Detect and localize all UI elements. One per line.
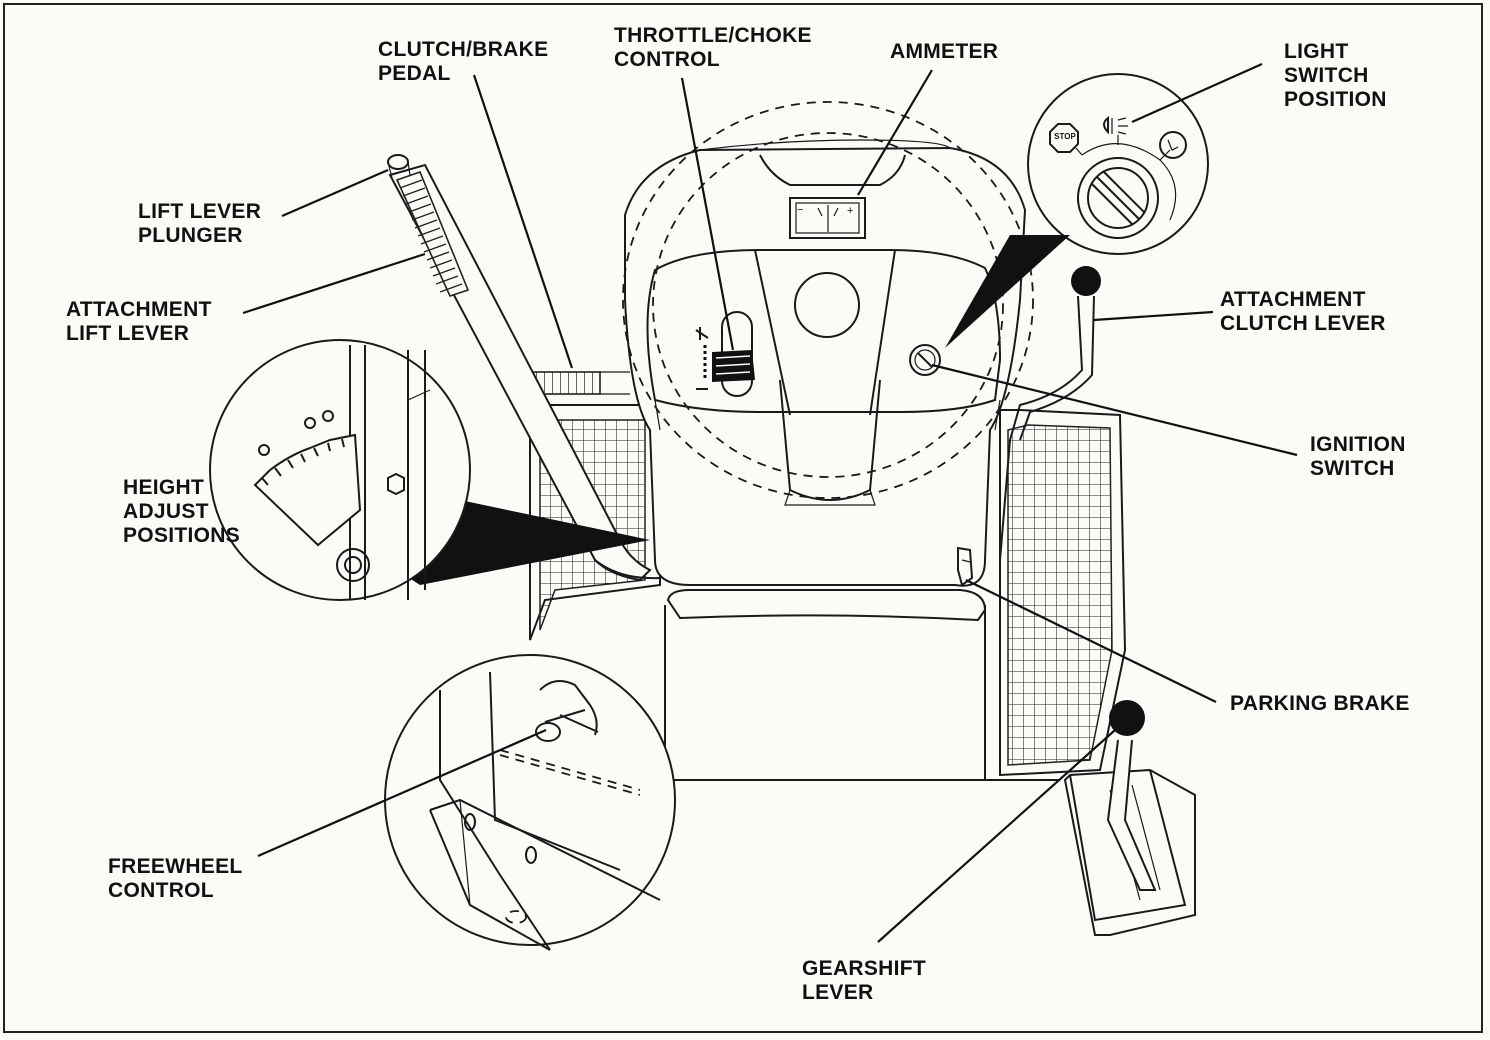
gearshift-drawing [1063,700,1196,936]
label-line: PLUNGER [138,224,243,247]
label-ignition-switch: IGNITION SWITCH [1310,433,1406,481]
label-attachment-lift-lever: ATTACHMENT LIFT LEVER [66,298,212,346]
label-throttle-choke-control: THROTTLE/CHOKE CONTROL [614,24,812,72]
label-line: THROTTLE/CHOKE [614,24,812,47]
ignition-switch-drawing [909,344,941,376]
label-height-adjust-positions: HEIGHT ADJUST POSITIONS [123,476,240,548]
label-lift-lever-plunger: LIFT LEVER PLUNGER [138,200,261,248]
label-line: LIFT LEVER [66,322,190,345]
steering-wheel-outline [622,101,1034,499]
dashboard [624,139,1027,587]
light-switch-inset [945,73,1209,348]
ammeter-plus-icon: + [847,205,854,217]
label-line: CLUTCH LEVER [1220,312,1386,335]
parking-brake-drawing [957,546,974,587]
label-line: POSITIONS [123,524,241,547]
label-ammeter: AMMETER [890,40,998,64]
label-line: GEARSHIFT [802,957,927,980]
label-gearshift-lever: GEARSHIFT LEVER [802,957,926,1005]
label-line: ATTACHMENT [66,298,212,321]
seat-base [660,589,1060,781]
clutch-brake-pedal-drawing [529,371,630,395]
label-line: POSITION [1284,88,1387,111]
label-line: LIGHT [1284,40,1349,63]
figure-border [3,3,1483,1033]
label-line: SWITCH [1284,64,1369,87]
label-line: CLUTCH/BRAKE [378,38,549,61]
label-line: ADJUST [123,500,209,523]
label-line: PEDAL [378,62,451,85]
label-parking-brake: PARKING BRAKE [1230,692,1410,716]
label-line: ATTACHMENT [1220,288,1366,311]
label-clutch-brake-pedal: CLUTCH/BRAKE PEDAL [378,38,548,86]
steering-wheel-inner-outline [652,132,1004,478]
label-freewheel-control: FREEWHEEL CONTROL [108,855,243,903]
label-attachment-clutch-lever: ATTACHMENT CLUTCH LEVER [1220,288,1386,336]
label-line: HEIGHT [123,476,205,499]
label-line: LIFT LEVER [138,200,262,223]
ammeter-gauge [789,197,866,239]
label-line: AMMETER [890,40,999,63]
label-line: LEVER [802,981,874,1004]
label-line: CONTROL [614,48,720,71]
label-line: IGNITION [1310,433,1406,456]
label-line: SWITCH [1310,457,1395,480]
height-adjust-inset [209,339,650,601]
freewheel-inset [384,654,676,951]
right-floor-mat [999,409,1127,777]
attachment-clutch-lever-drawing [999,266,1101,561]
label-line: CONTROL [108,879,214,902]
label-line: PARKING BRAKE [1230,692,1410,715]
label-light-switch-position: LIGHT SWITCH POSITION [1284,40,1387,112]
label-line: FREEWHEEL [108,855,243,878]
ammeter-minus-icon: − [797,204,804,216]
leader-lines [242,62,1298,943]
stop-icon: STOP [1054,132,1076,141]
